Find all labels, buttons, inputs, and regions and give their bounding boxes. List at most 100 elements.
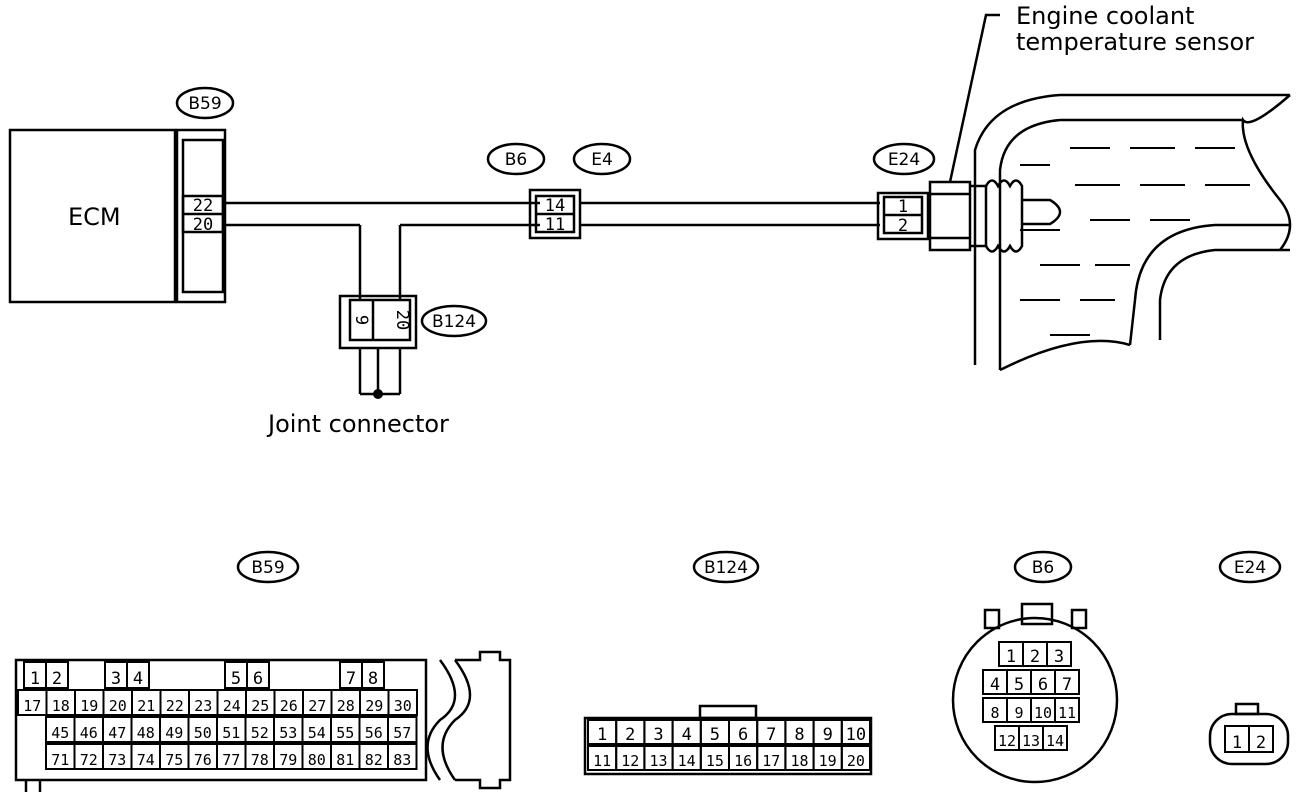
b124-pin-5: 5 (710, 725, 720, 745)
b59-pin-26: 26 (280, 697, 298, 715)
b59-pin-4: 4 (133, 669, 143, 689)
b6-pin-10: 10 (1034, 704, 1052, 722)
joint-connector-label: Joint connector (266, 410, 449, 438)
b124-pin-8: 8 (794, 725, 804, 745)
b6-pin-13: 13 (1022, 732, 1040, 750)
b124-pin-9: 9 (823, 725, 833, 745)
b59-pin-29: 29 (365, 697, 383, 715)
tag-b59-bottom: B59 (251, 558, 284, 578)
b6-pin-6: 6 (1038, 675, 1048, 695)
b59-pin-1: 1 (30, 669, 40, 689)
b124-pin-4: 4 (682, 725, 692, 745)
b6-pin-7: 7 (1062, 675, 1072, 695)
b124-pin-19: 19 (819, 752, 837, 770)
b6-face-housing (951, 602, 1119, 784)
b59-face-housing (14, 650, 512, 792)
b124-pin-10: 10 (846, 725, 866, 745)
b59-pin-73: 73 (108, 751, 126, 769)
e24-face-housing (1208, 702, 1290, 766)
b59-pin-51: 51 (222, 724, 240, 742)
b59-pin-53: 53 (279, 724, 297, 742)
ecm-box (8, 128, 177, 304)
tag-e4-top: E4 (591, 150, 613, 170)
b6-pin-14: 14 (1046, 732, 1064, 750)
b59-pin-79: 79 (279, 751, 297, 769)
b59-pin-49: 49 (165, 724, 183, 742)
b124-pin-7: 7 (766, 725, 776, 745)
engine-block-outline (973, 93, 1290, 365)
b59-pin-75: 75 (165, 751, 183, 769)
ecm-label: ECM (68, 203, 121, 231)
pin-b124-20: 20 (392, 310, 412, 330)
e24-connector (876, 191, 930, 241)
b59-pin-7: 7 (346, 669, 356, 689)
b59-pin-24: 24 (223, 697, 241, 715)
tag-b59-top: B59 (188, 94, 221, 114)
b59-pin-19: 19 (80, 697, 98, 715)
pin-b59-20: 20 (193, 215, 213, 235)
b59-pin-6: 6 (253, 669, 263, 689)
b59-pin-83: 83 (393, 751, 411, 769)
b59-pin-50: 50 (194, 724, 212, 742)
b124-pin-3: 3 (653, 725, 663, 745)
b59-pin-57: 57 (393, 724, 411, 742)
b6-pin-4: 4 (990, 675, 1000, 695)
b59-pin-72: 72 (80, 751, 98, 769)
b124-pin-16: 16 (734, 752, 752, 770)
b59-pin-54: 54 (308, 724, 326, 742)
b59-pin-47: 47 (108, 724, 126, 742)
b59-pin-71: 71 (51, 751, 69, 769)
b6-pin-8: 8 (990, 704, 999, 722)
tag-b6-bottom: B6 (1032, 558, 1054, 578)
b6-pin-11: 11 (1058, 704, 1076, 722)
pin-b59-22: 22 (193, 196, 213, 216)
b59-pin-27: 27 (308, 697, 326, 715)
b59-pin-78: 78 (251, 751, 269, 769)
b59-pin-80: 80 (308, 751, 326, 769)
tag-e24-bottom: E24 (1234, 558, 1266, 578)
pin-b6-14: 14 (545, 196, 565, 216)
b6-pin-1: 1 (1006, 647, 1016, 667)
b6-pin-9: 9 (1014, 704, 1023, 722)
b59-pin-3: 3 (111, 669, 121, 689)
tag-b124-bottom: B124 (704, 558, 748, 578)
b59-housing (175, 128, 227, 304)
b59-pin-82: 82 (365, 751, 383, 769)
b124-pin-17: 17 (762, 752, 780, 770)
b59-pin-76: 76 (194, 751, 212, 769)
b59-pin-74: 74 (137, 751, 155, 769)
b59-pin-2: 2 (52, 669, 62, 689)
b59-pin-30: 30 (394, 697, 412, 715)
b59-pin-45: 45 (51, 724, 69, 742)
b124-pin-20: 20 (847, 752, 865, 770)
sensor-body (928, 180, 972, 252)
sensor-label-line2: temperature sensor (1016, 28, 1254, 56)
b59-pin-5: 5 (231, 669, 241, 689)
b59-pin-48: 48 (137, 724, 155, 742)
b59-pin-28: 28 (337, 697, 355, 715)
pin-e24-2: 2 (898, 216, 908, 236)
b59-pin-18: 18 (52, 697, 70, 715)
b6-pin-5: 5 (1014, 675, 1024, 695)
b59-pin-52: 52 (251, 724, 269, 742)
b59-pin-25: 25 (251, 697, 269, 715)
b124-pin-18: 18 (790, 752, 808, 770)
b59-pin-46: 46 (80, 724, 98, 742)
pin-b6-11: 11 (545, 215, 565, 235)
sensor-label-line1: Engine coolant (1016, 2, 1194, 30)
tag-e24-top: E24 (888, 150, 920, 170)
b59-pin-17: 17 (23, 697, 41, 715)
b124-pin-12: 12 (621, 752, 639, 770)
b124-pin-14: 14 (678, 752, 696, 770)
b59-pin-8: 8 (368, 669, 378, 689)
b124-pin-15: 15 (706, 752, 724, 770)
b124-pin-2: 2 (625, 725, 635, 745)
b6-pin-12: 12 (998, 732, 1016, 750)
b6-pin-3: 3 (1054, 647, 1064, 667)
b59-pin-81: 81 (336, 751, 354, 769)
